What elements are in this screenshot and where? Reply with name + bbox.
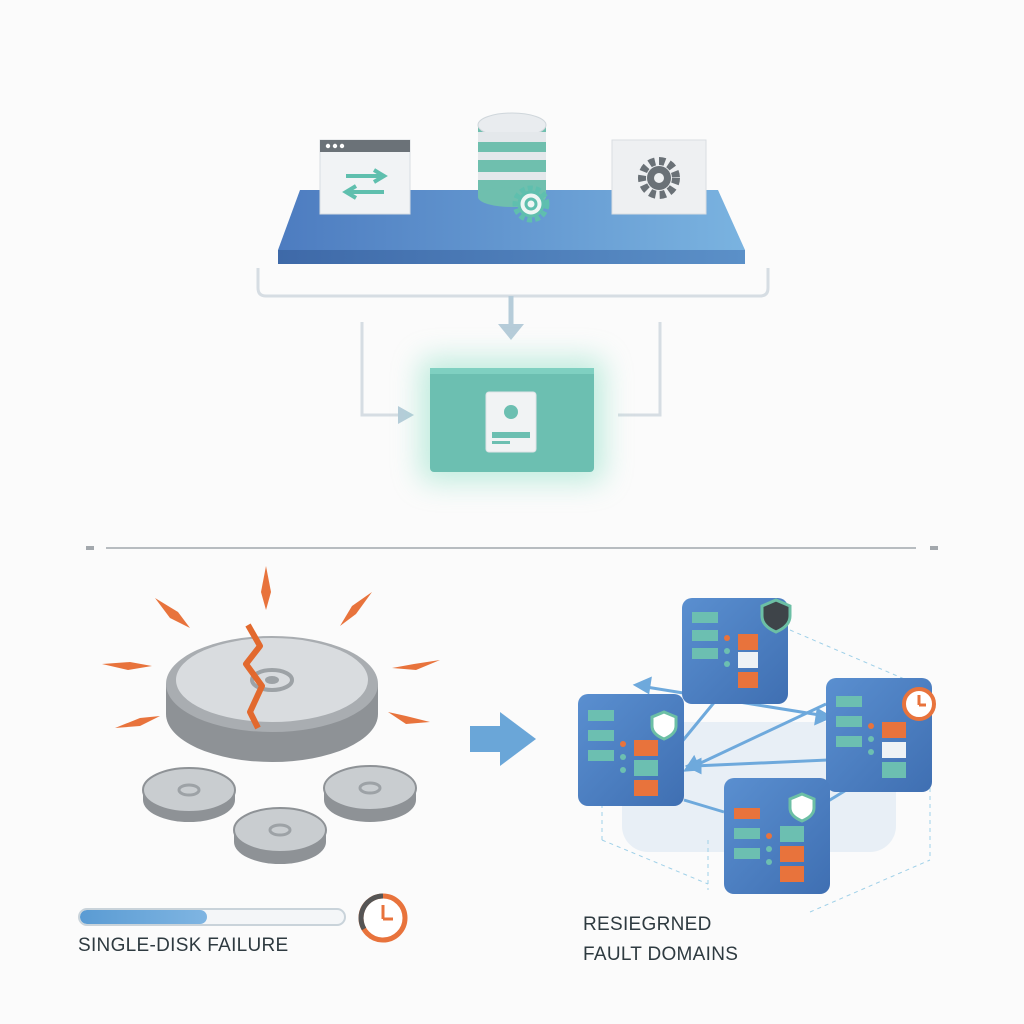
rebuild-progress-fill — [80, 910, 207, 924]
app-window-icon — [319, 139, 411, 215]
down-arrow — [498, 296, 524, 340]
rebuild-progress-bar — [78, 908, 346, 926]
backup-disk-right — [323, 765, 417, 822]
failure-burst — [102, 566, 440, 728]
clock-icon — [358, 893, 408, 943]
single-disk-failure-label: SINGLE-DISK FAILURE — [78, 935, 289, 956]
server-node-bottom — [724, 778, 830, 894]
flow-lines — [360, 322, 662, 424]
transition-arrow — [470, 712, 536, 766]
shield-icon — [760, 598, 792, 634]
shield-icon — [650, 710, 678, 741]
fault-domains-label-line2: FAULT DOMAINS — [583, 944, 739, 965]
server-node-left — [578, 694, 684, 806]
disk-icon — [485, 391, 537, 453]
fault-domains-label: RESIEGRNED FAULT DOMAINS — [583, 910, 738, 970]
shield-icon — [788, 792, 816, 823]
failed-disk — [102, 566, 440, 762]
server-node-top — [682, 598, 788, 704]
backup-disk-center — [233, 807, 327, 864]
database-icon — [477, 112, 547, 207]
section-divider — [86, 546, 938, 550]
settings-card — [611, 139, 707, 215]
fault-domains-label-line1: RESIEGRNED — [583, 914, 712, 935]
clock-icon — [902, 687, 936, 721]
gear-icon — [512, 185, 550, 223]
backup-disk-left — [142, 767, 236, 822]
